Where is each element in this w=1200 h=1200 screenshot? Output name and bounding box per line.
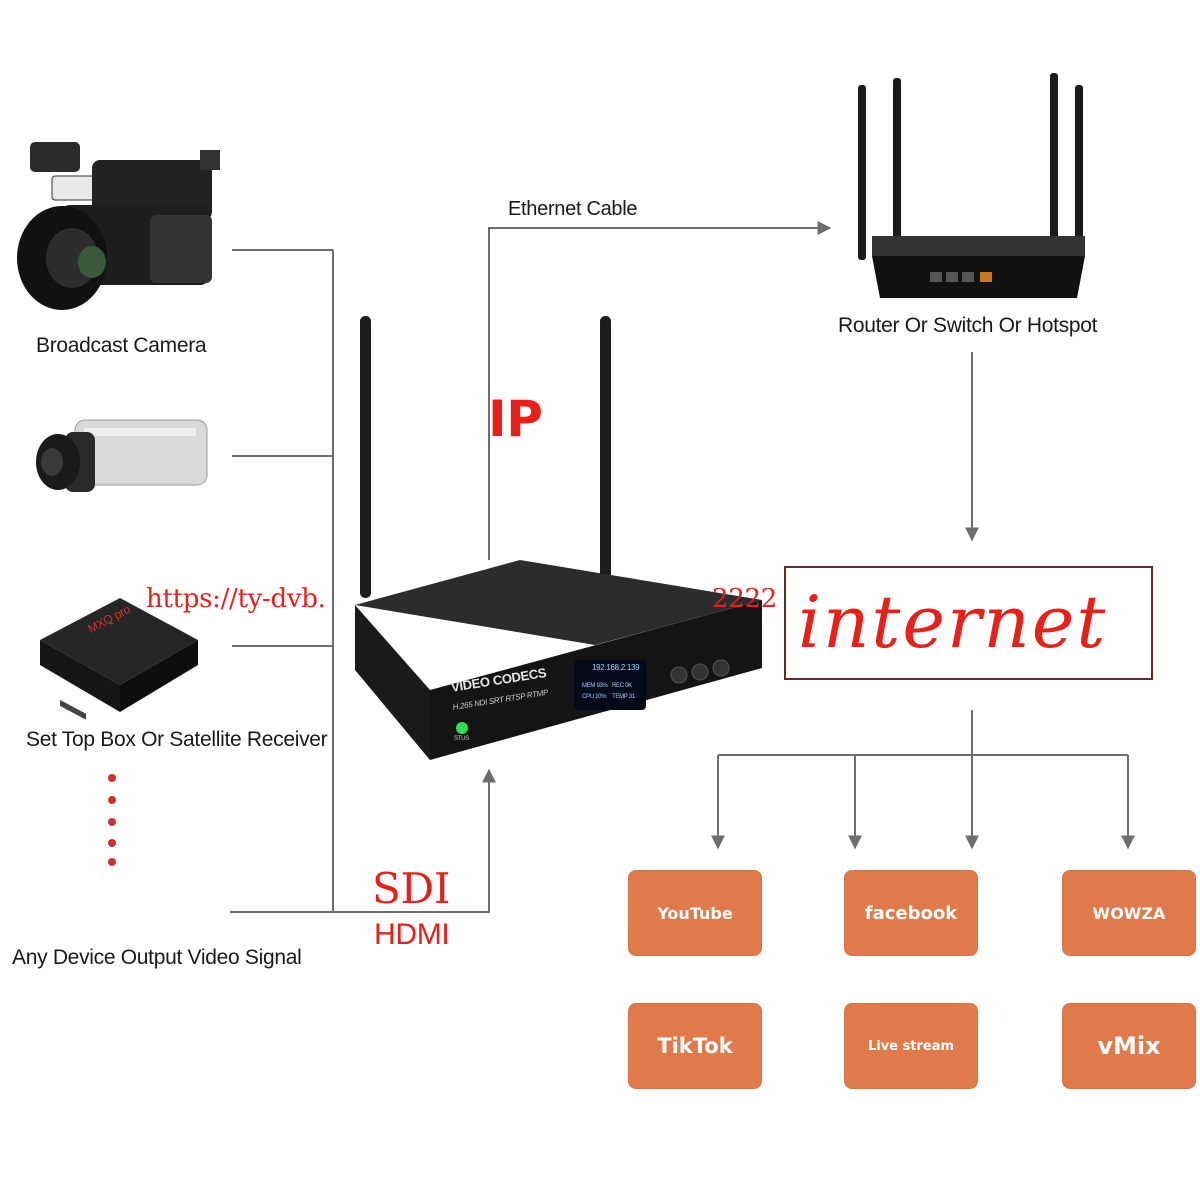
source-connectors [230,249,490,913]
platform-tiktok-button[interactable]: TikTok [628,1003,762,1089]
platform-youtube-button[interactable]: YouTube [628,870,762,956]
internet-fanout [711,710,1135,850]
security-camera-image [36,419,208,492]
encoder-ip: 192.168.2.139 [592,663,640,672]
hdmi-label: HDMI [374,918,450,951]
camera-label: Broadcast Camera [36,334,207,357]
platform-live-stream-button[interactable]: Live stream [844,1003,978,1089]
ip-label: IP [488,390,543,448]
platform-vmix-button[interactable]: vMix [1062,1003,1196,1089]
watermark-url: https://ty-dvb. [146,584,326,614]
encoder-status-label: STUS [454,736,469,742]
internet-box [784,566,1153,680]
ethernet-label: Ethernet Cable [508,198,638,220]
sdi-label: SDI [372,864,451,913]
encoder-mem: MEM 93% [582,683,608,689]
encoder-temp: TEMP 31 [612,694,635,700]
router-label: Router Or Switch Or Hotspot [838,314,1098,337]
watermark-url-end: 2222 [712,584,777,614]
ethernet-arrow [488,221,832,560]
router-image [858,73,1085,298]
internet-label: internet [798,580,1108,664]
encoder-image [355,316,762,760]
encoder-rec: REC 0K [612,683,632,689]
stb-label: Set Top Box Or Satellite Receiver [26,728,328,751]
set-top-box-image [40,598,198,720]
encoder-cpu: CPU 10% [582,694,607,700]
platform-wowza-button[interactable]: WOWZA [1062,870,1196,956]
broadcast-camera-image [17,142,220,310]
any-device-label: Any Device Output Video Signal [12,946,302,969]
more-devices-dots [108,774,116,866]
platform-facebook-button[interactable]: facebook [844,870,978,956]
